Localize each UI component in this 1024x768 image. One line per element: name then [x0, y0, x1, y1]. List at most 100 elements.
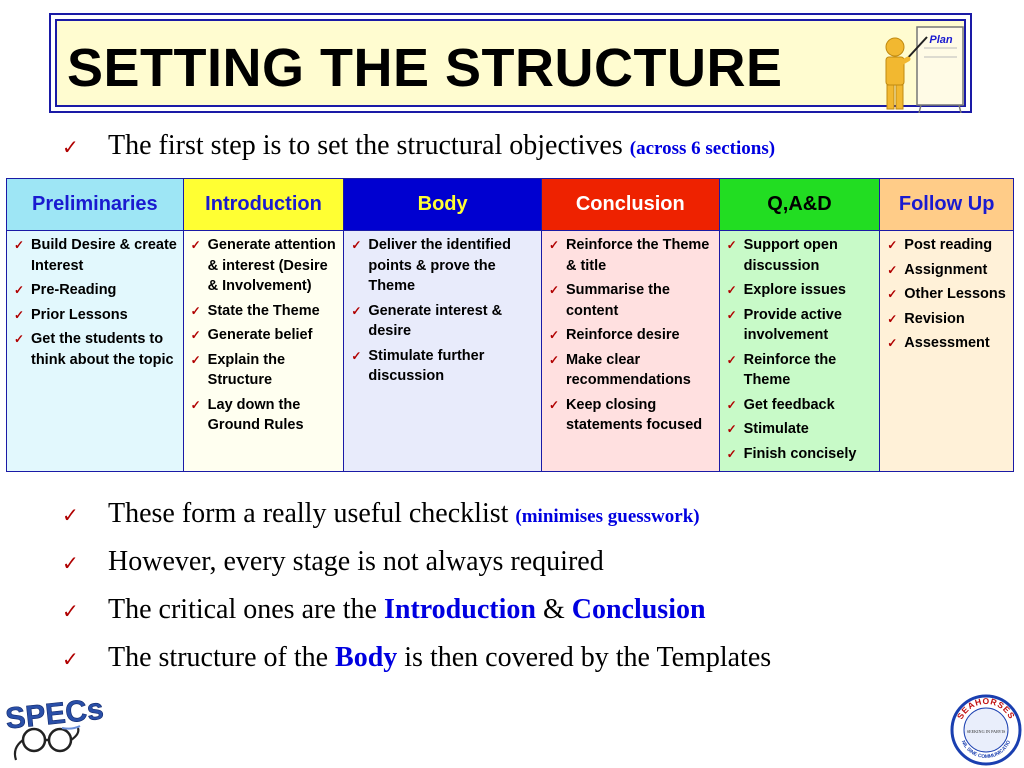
list-item: ✓Get feedback — [724, 395, 878, 416]
list-item: ✓ Keep closing statements focused — [546, 395, 717, 436]
list-item-text: Deliver the identified points & prove th… — [368, 237, 511, 294]
list-item: ✓Provide active involvement — [724, 305, 878, 346]
list-item-text: Reinforce the Theme & title — [565, 237, 710, 274]
list-item: ✓ Generate interest & desire — [348, 301, 539, 342]
list-item: ✓ Assignment — [884, 260, 1011, 281]
checkmark-icon: ✓ — [351, 303, 362, 318]
list-item-text: Stimulate further discussion — [368, 347, 485, 385]
bullet-templates: ✓The structure of the Body is then cover… — [62, 638, 771, 686]
bullet-text: These form a really useful checklist — [108, 498, 516, 529]
list-item-text: Build Desire & create Interest — [31, 237, 177, 274]
list-item: ✓Stimulate — [724, 419, 878, 440]
seahorses-logo: SEAHORSES NIL SINE COMMUNICATIO SEEKING … — [950, 694, 1022, 766]
bullet-text: However, every stage is not always requi… — [108, 546, 604, 577]
checkmark-icon: ✓ — [548, 397, 560, 412]
list-item-text: Assessment — [904, 335, 990, 351]
column-preliminaries: Preliminaries✓Build Desire & create Inte… — [7, 179, 184, 471]
checklist: ✓Generate attention & interest (Desire &… — [188, 235, 342, 436]
title-box: SETTING THE STRUCTURE Plan — [49, 13, 972, 113]
checklist: ✓Support open discussion✓Explore issues✓… — [724, 235, 878, 464]
svg-text:Plan: Plan — [929, 34, 953, 46]
list-item: ✓ Make clear recommendations — [546, 350, 717, 391]
column-body: ✓ Reinforce the Theme & title ✓ Summarise t… — [542, 231, 719, 471]
column-header: Q,A&D — [719, 179, 880, 231]
checkmark-icon: ✓ — [62, 137, 79, 159]
list-item-text: Lay down the Ground Rules — [207, 396, 304, 434]
list-item: ✓ Deliver the identified points & prove t… — [348, 235, 539, 297]
checkmark-icon: ✓ — [62, 649, 79, 671]
list-item-text: Generate interest & desire — [368, 302, 503, 340]
structure-table: Preliminaries✓Build Desire & create Inte… — [6, 178, 1014, 472]
presenter-plan-icon: Plan — [885, 26, 964, 113]
checkmark-icon: ✓ — [726, 446, 737, 461]
checkmark-icon: ✓ — [62, 553, 79, 575]
list-item: ✓Stimulate further discussion — [348, 346, 539, 387]
highlight-body: Body — [335, 642, 398, 673]
list-item: ✓ Summarise the content — [546, 280, 717, 321]
checkmark-icon: ✓ — [351, 238, 362, 252]
list-item-text: Summarise the content — [565, 282, 670, 319]
bullet-text: & — [535, 594, 572, 625]
checkmark-icon: ✓ — [887, 311, 898, 326]
list-item-text: Make clear recommendations — [565, 351, 691, 389]
highlight-conclusion: Conclusion — [571, 594, 706, 625]
checkmark-icon: ✓ — [726, 283, 737, 297]
list-item: ✓Support open discussion — [724, 235, 878, 276]
list-item: ✓ Build Desire & create Interest — [11, 235, 181, 276]
checkmark-icon: ✓ — [190, 303, 201, 318]
list-item: ✓ Explore issues — [724, 280, 878, 301]
bullet-critical: ✓The critical ones are the Introduction … — [62, 590, 771, 638]
intro-line: ✓ The first step is to set the structural… — [62, 130, 775, 162]
checkmark-icon: ✓ — [726, 238, 737, 252]
column-body: ✓Generate attention & interest (Desire &… — [184, 231, 344, 471]
checkmark-icon: ✓ — [887, 262, 898, 277]
checkmark-icon: ✓ — [726, 397, 737, 412]
checkmark-icon: ✓ — [190, 352, 201, 367]
checkmark-icon: ✓ — [726, 422, 737, 436]
checkmark-icon: ✓ — [190, 238, 201, 252]
list-item-text: Reinforce the Theme — [743, 351, 837, 389]
checkmark-icon: ✓ — [62, 505, 79, 527]
checkmark-icon: ✓ — [726, 307, 737, 322]
checkmark-icon: ✓ — [726, 352, 737, 367]
column-header: Body — [344, 179, 541, 231]
list-item: ✓Generate attention & interest (Desire &… — [188, 235, 342, 297]
list-item: ✓Finish concisely — [724, 444, 878, 465]
column-body: ✓Post reading✓Assignment✓Other Lessons✓R… — [880, 231, 1013, 471]
list-item-text: Pre-Reading — [31, 282, 117, 298]
column-body: ✓ Deliver the identified points & prove t… — [344, 231, 541, 471]
list-item-text: Keep closing statements focused — [565, 396, 703, 434]
list-item-text: Explain the Structure — [207, 351, 286, 389]
list-item-text: Generate belief — [207, 327, 313, 343]
list-item-text: Assignment — [904, 261, 988, 278]
list-item-text: State the Theme — [207, 302, 320, 319]
list-item: ✓ State the Theme — [188, 301, 342, 322]
checkmark-icon: ✓ — [548, 328, 560, 342]
checkmark-icon: ✓ — [887, 336, 898, 350]
checkmark-icon: ✓ — [887, 287, 898, 301]
list-item: ✓ Explain the Structure — [188, 350, 342, 391]
checkmark-icon: ✓ — [14, 238, 25, 252]
checkmark-icon: ✓ — [887, 238, 898, 252]
column-header: Introduction — [183, 179, 344, 231]
intro-text: The first step is to set the structural … — [108, 130, 630, 161]
checkmark-icon: ✓ — [14, 332, 25, 346]
list-item-text: Explore issues — [743, 282, 846, 298]
list-item: ✓Generate belief — [188, 325, 342, 346]
title-inner: SETTING THE STRUCTURE Plan — [55, 19, 966, 113]
list-item-text: Revision — [904, 310, 965, 327]
list-item: ✓Get the students to think about the top… — [11, 329, 181, 370]
bullet-checklist: ✓ These form a really useful checklist (m… — [62, 494, 771, 542]
column-follow-up: Follow Up✓Post reading✓Assignment✓Other … — [880, 179, 1014, 471]
list-item: ✓ Reinforce desire — [546, 325, 717, 346]
column-qad: Q,A&D✓Support open discussion✓Explore is… — [719, 179, 881, 471]
checkmark-icon: ✓ — [62, 601, 79, 623]
checkmark-icon: ✓ — [548, 283, 560, 297]
checkmark-icon: ✓ — [14, 307, 25, 322]
checklist: ✓ Build Desire & create Interest ✓ Pre-Read… — [11, 235, 181, 370]
svg-text:SEEKING IN PARVIS: SEEKING IN PARVIS — [967, 729, 1006, 734]
list-item-text: Reinforce desire — [565, 327, 680, 343]
slide-title: SETTING THE STRUCTURE — [67, 38, 783, 98]
bullet-note: (minimises guesswork) — [515, 506, 700, 527]
checkmark-icon: ✓ — [548, 352, 560, 367]
